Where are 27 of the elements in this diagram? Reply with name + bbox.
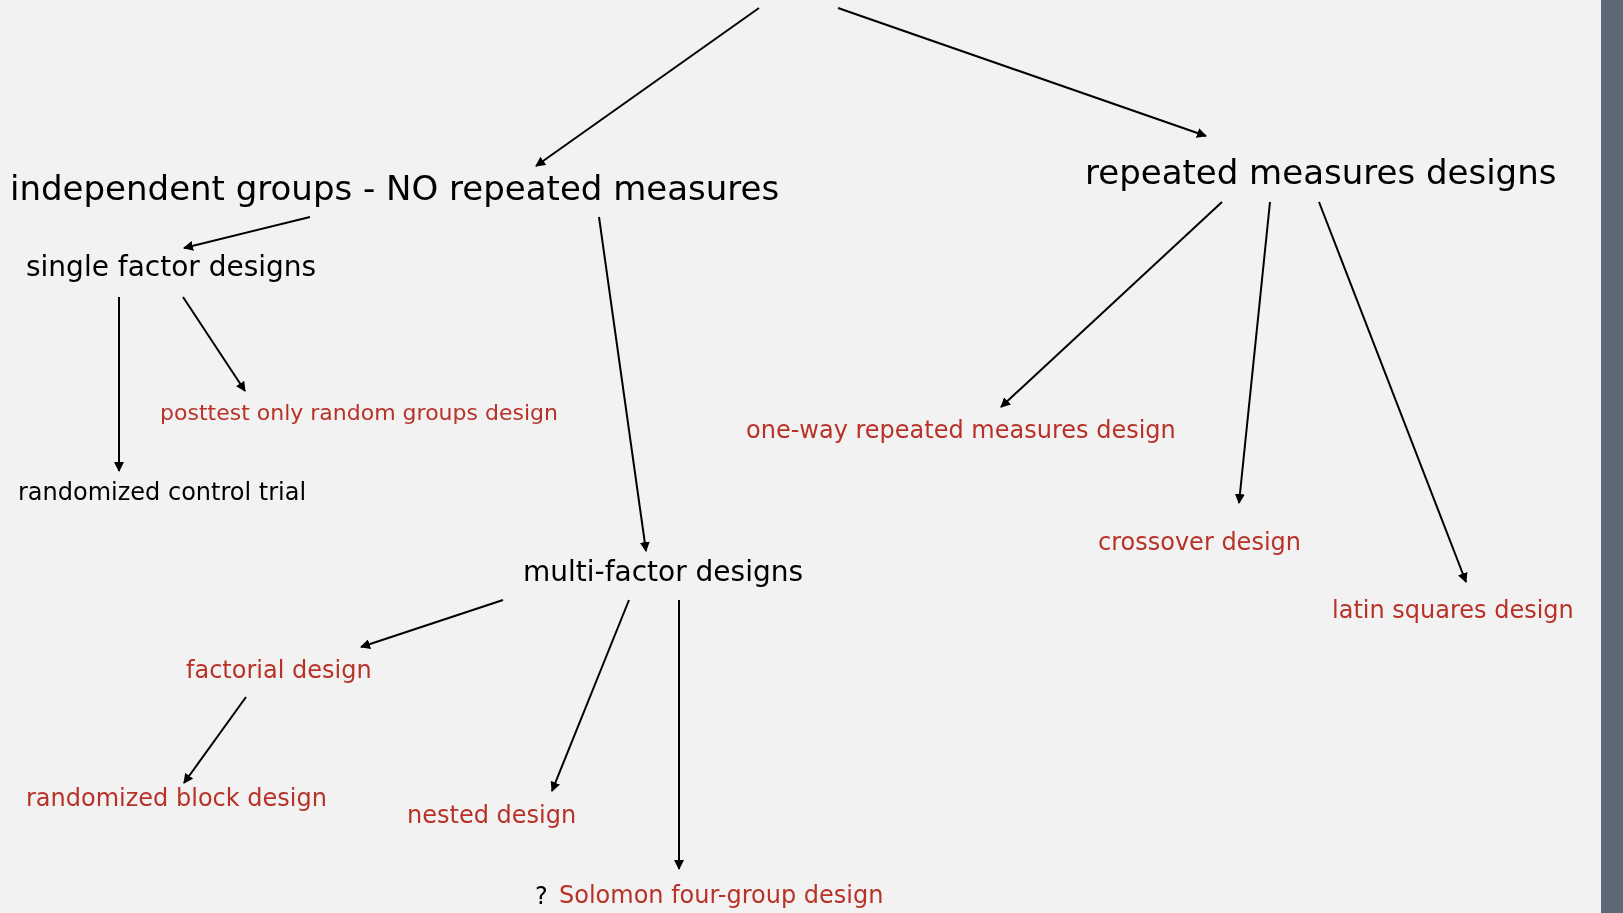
arrow [535,7,760,167]
subcategory-label: multi-factor designs [523,555,804,589]
design-label: randomized block design [26,784,327,813]
category-heading: independent groups - NO repeated measures [10,168,780,209]
arrow [1234,201,1271,504]
design-label: Solomon four-group design [559,881,884,910]
arrow [598,216,650,552]
design-label: latin squares design [1332,596,1574,625]
category-heading: repeated measures designs [1085,152,1557,193]
arrow [550,599,630,792]
design-label: nested design [407,801,577,830]
arrow [182,296,246,392]
design-label: one-way repeated measures design [746,416,1176,445]
design-label: crossover design [1098,528,1301,557]
design-label: posttest only random groups design [160,400,558,427]
subcategory-label: single factor designs [26,250,317,284]
arrow [837,7,1207,138]
arrow [114,296,124,472]
question-mark: ? [535,884,548,908]
arrow [183,696,247,784]
arrow [183,216,311,251]
design-label: factorial design [186,656,372,685]
arrow [360,599,504,649]
design-label: randomized control trial [18,478,307,507]
arrow [1000,201,1223,408]
arrow [1318,201,1468,583]
arrow [674,599,684,870]
